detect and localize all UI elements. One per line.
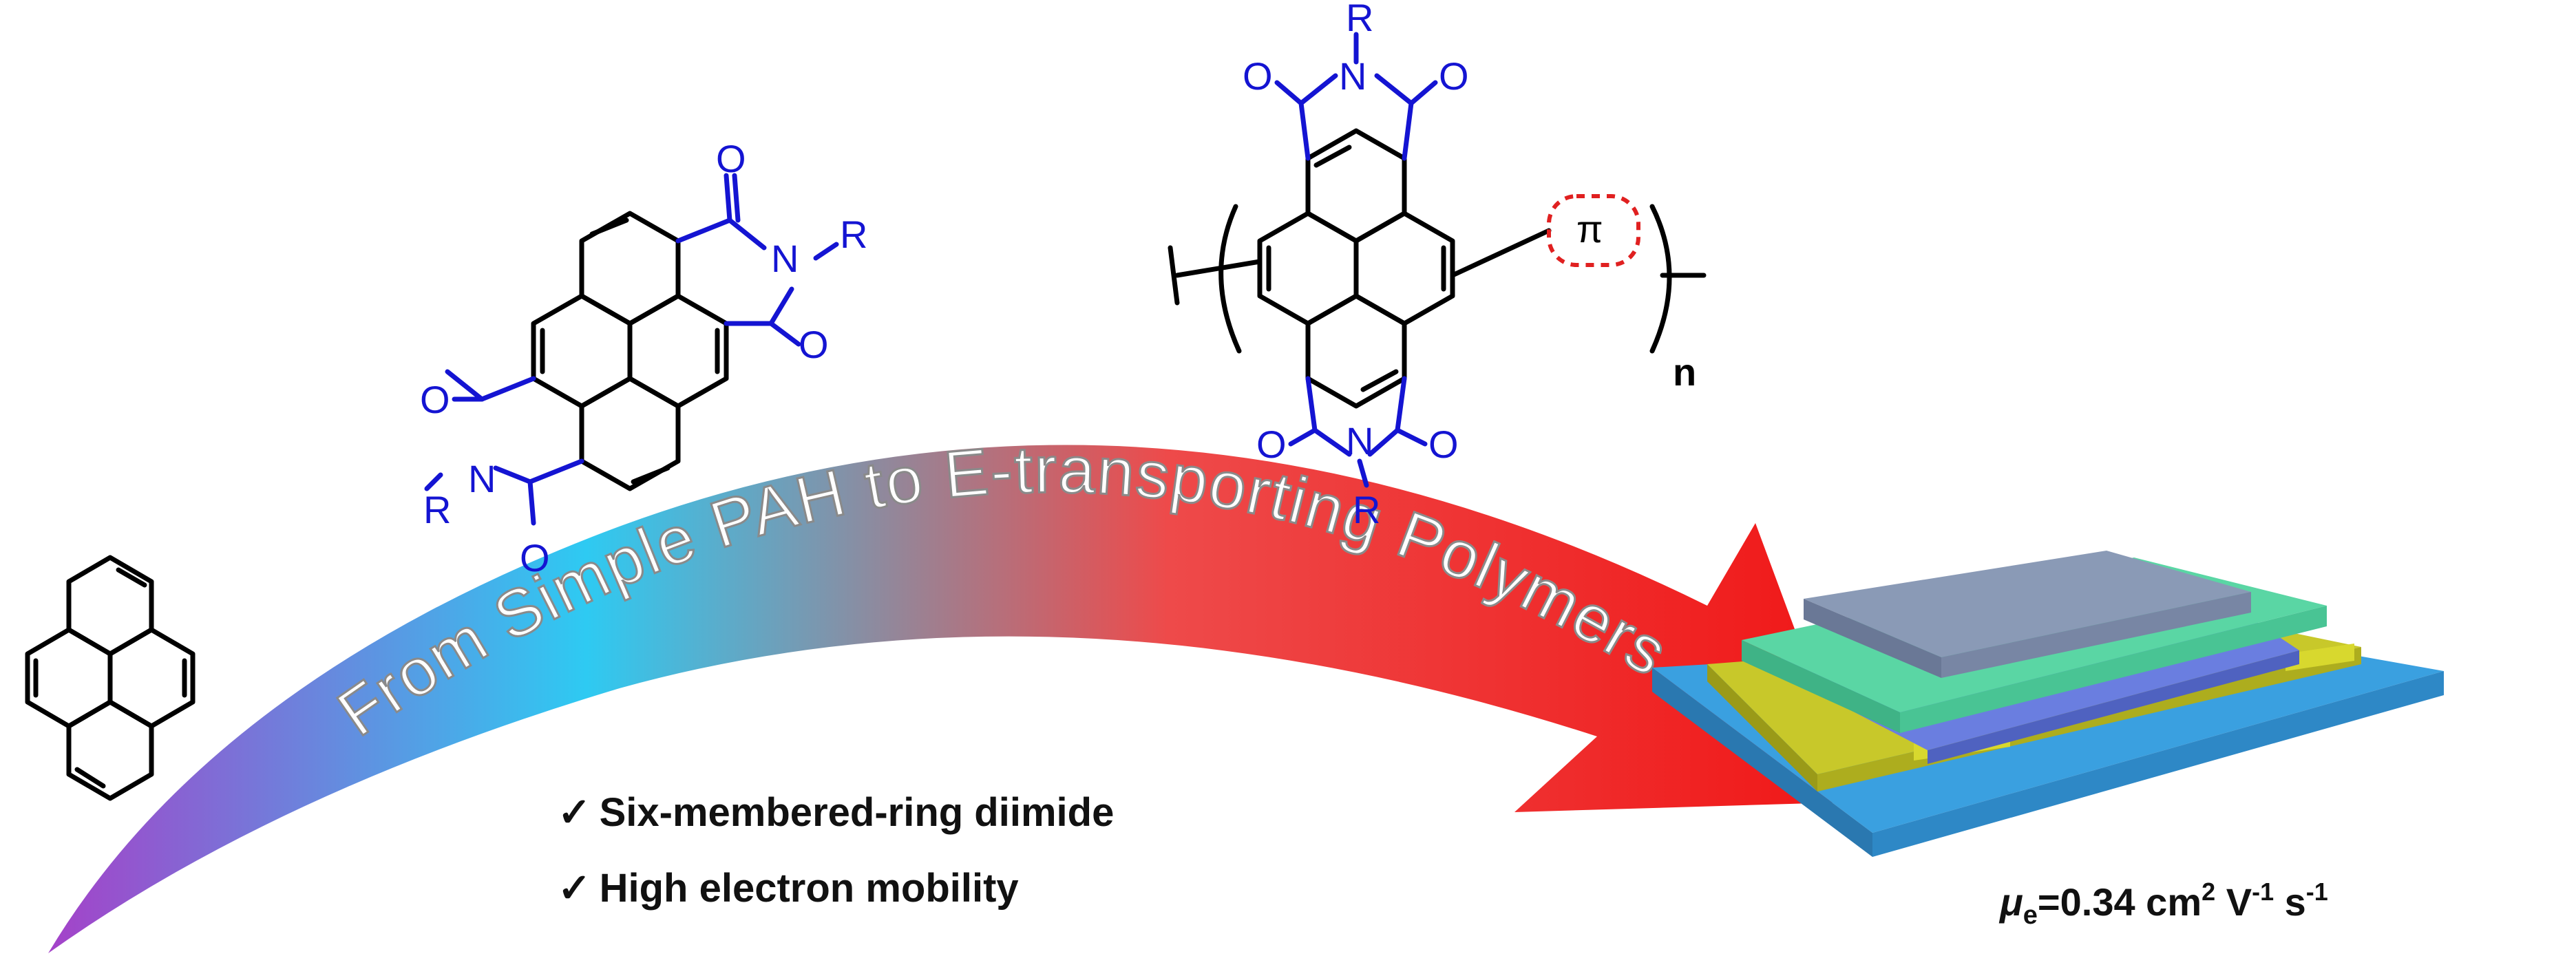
polymer-o4: O <box>1428 423 1459 466</box>
polymer-r2: R <box>1353 488 1380 531</box>
diimide-r1: R <box>840 213 867 256</box>
pi-spacer-box <box>1547 194 1640 267</box>
diimide-o1: O <box>716 137 746 180</box>
pi-label: π <box>1576 207 1603 251</box>
mobility-value: μe=0.34 cm2 V-1 s-1 <box>1998 878 2328 930</box>
diimide-r2: R <box>423 488 451 531</box>
feature-item: ✓Six-membered-ring diimide <box>558 790 1114 835</box>
diimide-o3: O <box>420 378 450 421</box>
polymer-n2: N <box>1346 419 1373 463</box>
diimide-n2: N <box>468 457 496 500</box>
diimide-o2: O <box>799 323 829 366</box>
feature-list: ✓Six-membered-ring diimide ✓High electro… <box>558 790 1114 911</box>
pyrene-structure <box>25 555 196 801</box>
feature-item: ✓High electron mobility <box>558 866 1019 911</box>
curved-arrow <box>48 445 1859 953</box>
diimide-o4: O <box>520 536 550 580</box>
pyrene-diimide-structure: O N R O O N R O <box>420 137 867 580</box>
gate-layer <box>1804 551 2251 657</box>
transistor-device <box>1652 551 2444 857</box>
polymer-structure: π n R N O O O N O R <box>1168 0 1707 531</box>
drain-electrode <box>2285 644 2354 671</box>
polymer-o3: O <box>1256 423 1287 466</box>
polymer-o1: O <box>1243 54 1273 98</box>
repeat-subscript: n <box>1673 350 1696 394</box>
diimide-n1: N <box>771 237 799 280</box>
polymer-o2: O <box>1439 54 1469 98</box>
polymer-r1: R <box>1346 0 1373 39</box>
polymer-n1: N <box>1339 54 1366 98</box>
